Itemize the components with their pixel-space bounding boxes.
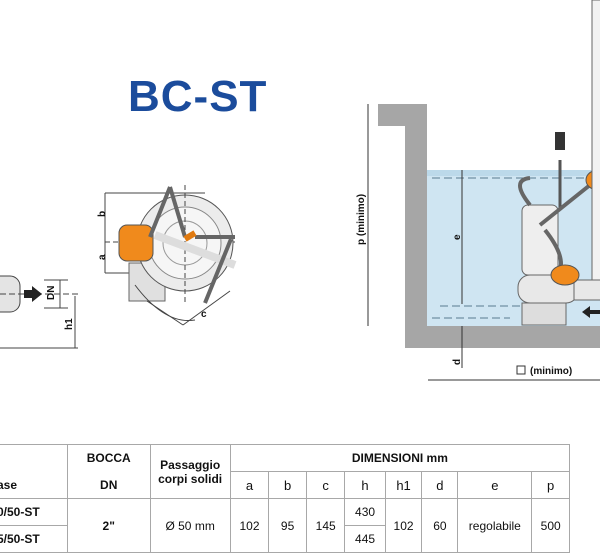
cell-h: 445 xyxy=(344,525,386,553)
header-dimensioni: DIMENSIONI mm xyxy=(229,444,571,472)
table-row: 0/50-ST 2" Ø 50 mm 102 95 145 430 102 60… xyxy=(0,498,570,553)
cell-p: 500 xyxy=(531,498,570,553)
header-passaggio-sub: corpi solidi xyxy=(149,471,231,499)
cell-c: 145 xyxy=(305,498,346,553)
h1-label: h1 xyxy=(64,318,75,330)
c-label: c xyxy=(201,309,207,320)
p-label: p (minimo) xyxy=(356,194,367,245)
dn-label: DN xyxy=(46,286,57,300)
header-c: c xyxy=(305,471,346,499)
cell-dn: 2" xyxy=(66,498,151,553)
square-icon xyxy=(516,365,526,375)
header-passaggio: Passaggio xyxy=(149,444,231,472)
header-model: ase xyxy=(0,444,68,499)
specs-table: ase BOCCA Passaggio DIMENSIONI mm DN cor… xyxy=(0,444,571,553)
cell-d: 60 xyxy=(421,498,459,553)
header-h1: h1 xyxy=(384,471,423,499)
header-a: a xyxy=(229,471,270,499)
cell-a: 102 xyxy=(229,498,270,553)
product-title: BC-ST xyxy=(128,72,268,121)
cell-h1: 102 xyxy=(384,498,423,553)
cell-e: regolabile xyxy=(457,498,533,553)
b-label: b xyxy=(97,211,108,217)
cell-passaggio: Ø 50 mm xyxy=(149,498,231,553)
header-b: b xyxy=(268,471,307,499)
header-d: d xyxy=(421,471,459,499)
flow-arrow-icon xyxy=(24,286,42,302)
cell-b: 95 xyxy=(268,498,307,553)
header-bocca: BOCCA xyxy=(66,444,151,472)
d-label: d xyxy=(452,359,463,365)
e-label: e xyxy=(452,234,463,240)
row-model: 0/50-ST xyxy=(0,498,68,526)
header-bocca-sub: DN xyxy=(66,471,151,499)
header-p: p xyxy=(531,471,570,499)
table-row: 5/50-ST 445 xyxy=(0,525,570,553)
header-e: e xyxy=(457,471,533,499)
side-view-diagram: DN h1 xyxy=(0,275,80,349)
cell-h: 430 xyxy=(344,498,386,526)
plug-icon xyxy=(555,132,565,150)
flow-arrow-icon xyxy=(582,306,600,318)
top-view-diagram: b a c xyxy=(97,185,237,326)
row-model: 5/50-ST xyxy=(0,525,68,553)
header-h: h xyxy=(344,471,386,499)
min-label: (minimo) xyxy=(530,366,572,377)
a-label: a xyxy=(97,254,108,260)
installation-diagram: p (minimo) e d (minimo) xyxy=(356,0,600,381)
